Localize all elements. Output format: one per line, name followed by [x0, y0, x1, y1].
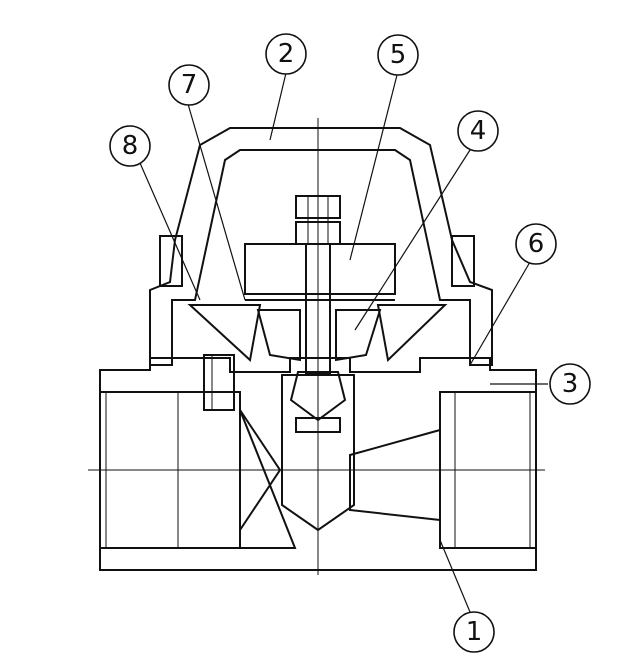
callout-6-label: 6: [528, 229, 545, 259]
callout-4: 4: [457, 110, 499, 152]
callout-1: 1: [453, 611, 495, 653]
leader-lines: [139, 72, 548, 613]
callout-5-label: 5: [390, 40, 407, 70]
callout-8: 8: [109, 125, 151, 167]
filter-element: [187, 304, 448, 363]
bimetal-disc-stack: [244, 243, 396, 301]
callout-6: 6: [515, 223, 557, 265]
callout-2: 2: [265, 33, 307, 75]
callout-1-label: 1: [466, 617, 483, 647]
callout-3: 3: [549, 363, 591, 405]
stem-and-nuts: [256, 195, 382, 433]
valve-body: [99, 354, 537, 571]
callout-2-label: 2: [278, 39, 295, 69]
center-lines: [88, 118, 545, 575]
callout-5: 5: [377, 34, 419, 76]
callout-3-label: 3: [562, 369, 579, 399]
bonnet-cap: [149, 127, 493, 366]
callout-7: 7: [168, 64, 210, 106]
callout-8-label: 8: [122, 131, 139, 161]
callout-7-label: 7: [181, 70, 198, 100]
callout-4-label: 4: [470, 116, 487, 146]
